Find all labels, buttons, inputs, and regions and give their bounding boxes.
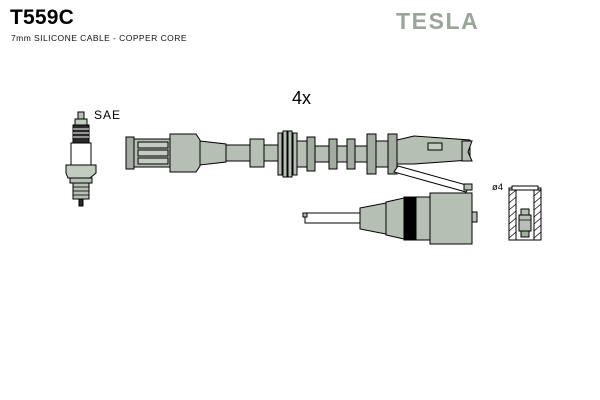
spark-plug-drawing: [65, 111, 97, 207]
bare-wire: [304, 212, 361, 224]
wire-tip: [302, 212, 308, 218]
cable-run-3: [314, 145, 330, 163]
collar-ring-1: [249, 138, 265, 168]
bellows-rib-3: [287, 130, 293, 178]
lock-collar-flange-right: [387, 133, 398, 175]
inner-terminal-body: [518, 214, 532, 232]
inner-terminal-base: [520, 230, 530, 238]
boot-slot-1: [137, 141, 169, 149]
bellows-end-body: [296, 140, 308, 168]
release-tab: [393, 165, 471, 193]
label-quantity: 4x: [292, 88, 312, 108]
mid-collar-flange-right: [346, 138, 356, 170]
mid-collar-flange-left: [328, 138, 338, 170]
bellows-flange: [306, 136, 316, 172]
part-description: 7mm SILICONE CABLE - COPPER CORE: [11, 33, 187, 43]
page-title: T559C: [10, 6, 75, 29]
plug-terminal-nut: [74, 118, 88, 126]
label-diameter: ø4: [492, 182, 504, 193]
lower-mid-barrel: [385, 197, 405, 240]
boot-slot-2: [137, 149, 169, 157]
lock-collar-waist: [375, 140, 389, 168]
upper-cable-assembly-drawing: [125, 130, 473, 193]
lower-boot-nub: [471, 211, 478, 223]
bellows-rib-1: [277, 132, 283, 176]
lower-cable-assembly-drawing: [302, 192, 478, 245]
release-tab-tip: [463, 183, 473, 191]
boot-slot-3: [137, 157, 169, 165]
boot-shoulder: [169, 133, 201, 173]
lower-large-boot: [429, 192, 473, 245]
boot-end-flange: [125, 136, 135, 170]
lower-sleeve-taper: [359, 202, 387, 235]
bellows-rib-2: [282, 130, 288, 178]
black-band: [403, 196, 417, 241]
bellows-rib-4: [292, 132, 298, 176]
cable-run-1: [225, 144, 251, 162]
brand-logo: TESLA: [396, 8, 480, 34]
plug-ceramic-body: [70, 142, 92, 166]
inner-terminal-tip: [520, 208, 530, 216]
connector-recess: [427, 142, 443, 151]
plug-hex-nut: [65, 164, 97, 179]
lock-collar-flange-left: [366, 133, 377, 175]
plug-terminal-stud: [77, 111, 85, 120]
plug-center-electrode: [78, 198, 84, 207]
cable-run-2: [263, 144, 279, 162]
boot-top-rim: [511, 185, 539, 191]
plug-insulator-dark: [72, 124, 90, 144]
mid-collar-waist: [336, 145, 348, 163]
cable-run-4: [354, 145, 368, 163]
lower-barrel-2: [415, 196, 431, 241]
sleeve-taper-1: [199, 140, 227, 166]
terminal-boot-drawing: [508, 185, 542, 241]
cable-cut-end: [461, 140, 473, 162]
plug-washer: [69, 177, 93, 184]
label-sae: SAE: [94, 108, 122, 122]
